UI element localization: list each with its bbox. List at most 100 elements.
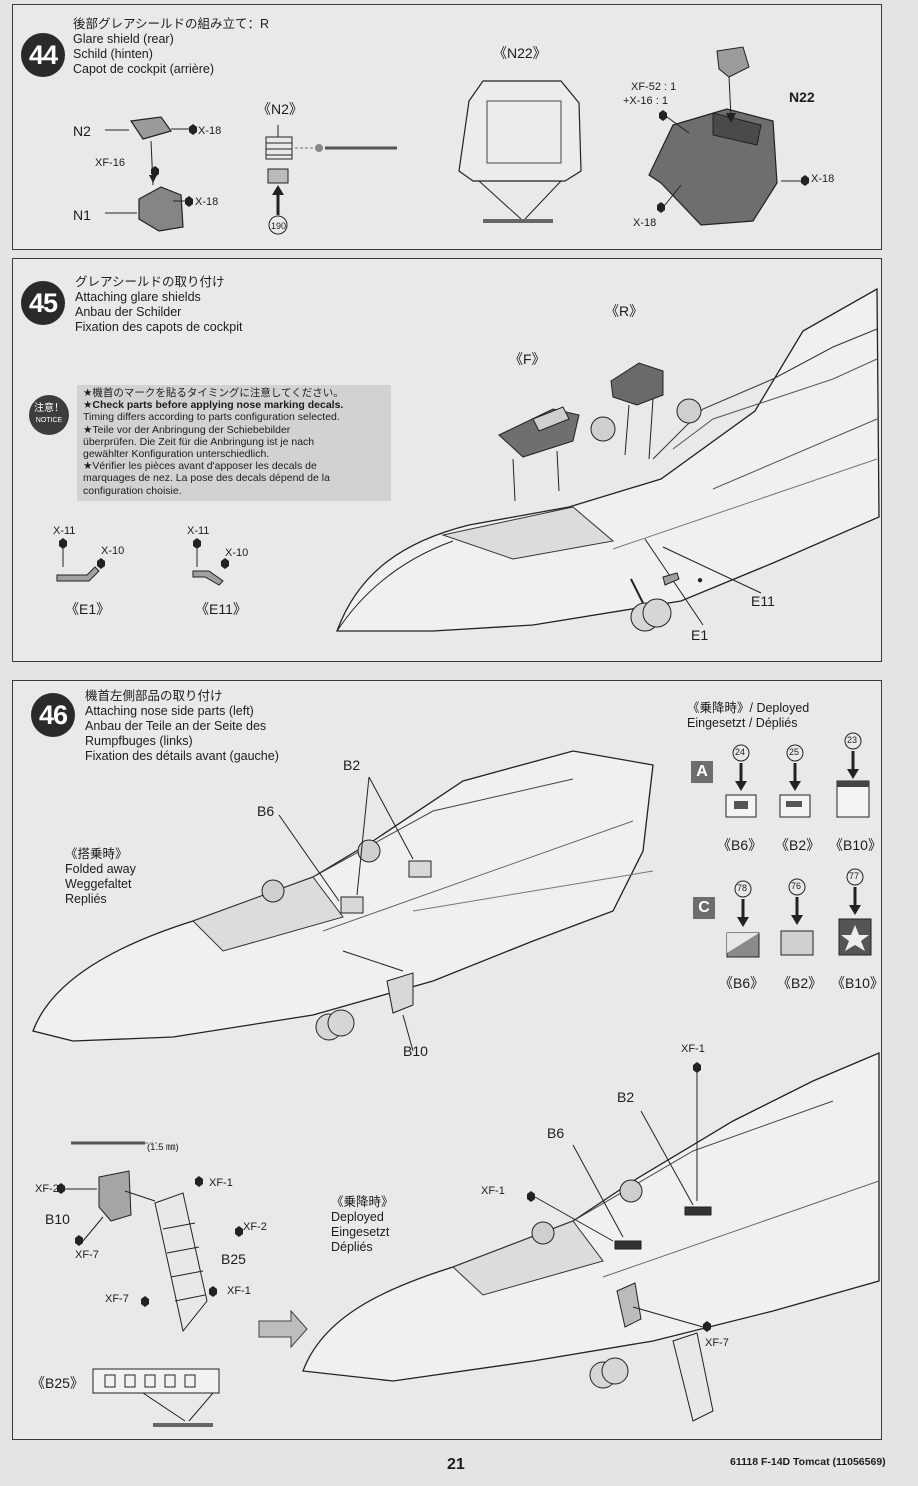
decal-num-c-3: 77 — [849, 871, 860, 881]
drill-size: (1.5 ㎜) — [147, 1142, 179, 1153]
step-44-panel: 44 後部グレアシールドの組み立て：R Glare shield (rear) … — [12, 4, 882, 250]
part-b6-bottom: B6 — [547, 1125, 565, 1141]
decal-190: 190 — [271, 221, 287, 231]
notice-line: überprüfen. Die Zeit für die Anbringung … — [83, 435, 315, 448]
step-45-title-fr: Fixation des capots de cockpit — [75, 320, 243, 334]
step-46-title-fr: Fixation des détails avant (gauche) — [85, 749, 279, 763]
color-x10-b: X-10 — [225, 547, 249, 559]
color-mix-2: +X-16 : 1 — [623, 95, 668, 107]
part-b10-top: B10 — [403, 1043, 428, 1059]
deployed-head-1: 《乗降時》/ Deployed — [687, 701, 810, 715]
part-b10-left: B10 — [45, 1211, 70, 1227]
step-46-title-de-1: Anbau der Teile an der Seite des — [85, 719, 267, 733]
step-44-title-en: Glare shield (rear) — [73, 32, 174, 46]
step-45-title-jp: グレアシールドの取り付け — [75, 275, 225, 289]
notice-line: Timing differs according to parts config… — [83, 411, 340, 424]
color-mix-1: XF-52 : 1 — [631, 81, 677, 93]
notice-box — [77, 385, 391, 501]
notice-badge-jp: 注意！ — [34, 403, 64, 414]
view-f-label: 《F》 — [509, 351, 546, 367]
color-xf1-ladder-b: XF-1 — [227, 1285, 251, 1297]
color-x10-a: X-10 — [101, 545, 125, 557]
decal-num-c-1: 78 — [737, 883, 748, 893]
decal-view-b2-a: 《B2》 — [775, 837, 821, 853]
color-x18-a: X-18 — [198, 125, 222, 137]
deployed-jp: 《乗降時》 — [331, 1195, 394, 1209]
step-46-panel: 46 機首左側部品の取り付け Attaching nose side parts… — [12, 680, 884, 1440]
notice-line: ★Teile vor der Anbringung der Schiebebil… — [83, 423, 291, 436]
part-n1-label: N1 — [73, 207, 91, 223]
decal-view-b6-a: 《B6》 — [717, 837, 763, 853]
color-xf1-top: XF-1 — [681, 1043, 705, 1055]
kit-footer: 61118 F-14D Tomcat (11056569) — [730, 1456, 886, 1468]
step-46-drawing — [32, 732, 880, 1427]
folded-fr: Repliés — [65, 892, 107, 906]
decal-view-b10-c: 《B10》 — [831, 975, 884, 991]
step-44-title-fr: Capot de cockpit (arrière) — [73, 62, 215, 76]
color-x11-b: X-11 — [187, 525, 210, 537]
part-b6-top: B6 — [257, 803, 275, 819]
color-xf7-left: XF-7 — [75, 1249, 99, 1261]
step-46-title-en: Attaching nose side parts (left) — [85, 704, 254, 718]
page-number: 21 — [447, 1456, 465, 1473]
color-xf7-right: XF-7 — [705, 1337, 729, 1349]
color-xf1-mid: XF-1 — [481, 1185, 505, 1197]
color-xf7-ladder: XF-7 — [105, 1293, 129, 1305]
notice-badge: 注意！ NOTICE — [29, 395, 69, 435]
step-44-title-jp: 後部グレアシールドの組み立て：R — [73, 17, 270, 31]
step-45-titles: グレアシールドの取り付け Attaching glare shields Anb… — [75, 275, 242, 335]
view-n22-label: 《N22》 — [493, 45, 547, 61]
notice-line: ★機首のマークを貼るタイミングに注意してください。 — [83, 387, 344, 399]
color-x18-c: X-18 — [811, 173, 835, 185]
notice-text: ★機首のマークを貼るタイミングに注意してください。 ★Check parts b… — [83, 387, 388, 497]
part-e11-label: E11 — [751, 593, 775, 609]
step-44-title-de: Schild (hinten) — [73, 47, 153, 61]
step-46-number: 46 — [31, 693, 75, 737]
step-44-number: 44 — [21, 33, 65, 77]
color-x11-a: X-11 — [53, 525, 76, 537]
color-xf2-ladder: XF-2 — [243, 1221, 267, 1233]
deployed-head-2: Eingesetzt / Dépliés — [687, 716, 798, 730]
notice-line: ★Check parts before applying nose markin… — [83, 399, 344, 412]
decal-view-b2-c: 《B2》 — [777, 975, 823, 991]
folded-away-note: 《搭乗時》 Folded away Weggefaltet Repliés — [65, 847, 136, 907]
decal-view-b6-c: 《B6》 — [719, 975, 765, 991]
notice-line: ★Vérifier les pièces avant d'apposer les… — [83, 460, 317, 473]
view-r-label: 《R》 — [605, 303, 644, 319]
step-45-panel: 45 グレアシールドの取り付け Attaching glare shields … — [12, 258, 882, 662]
color-xf2-left: XF-2 — [35, 1183, 59, 1195]
notice-badge-en: NOTICE — [35, 417, 63, 424]
view-n2-label: 《N2》 — [257, 101, 303, 117]
deployed-en: Deployed — [331, 1210, 384, 1224]
step-45-drawing: ● — [56, 287, 880, 632]
part-n22-label: N22 — [789, 89, 815, 105]
part-b2-top: B2 — [343, 757, 361, 773]
notice-line: marquages de nez. La pose des decals dép… — [83, 472, 330, 485]
folded-jp: 《搭乗時》 — [65, 847, 128, 861]
color-xf1-ladder-a: XF-1 — [209, 1177, 233, 1189]
part-n2-label: N2 — [73, 123, 91, 139]
view-b25-label: 《B25》 — [31, 1375, 84, 1391]
decal-num-a-2: 25 — [789, 747, 800, 757]
decal-num-a-3: 23 — [847, 735, 858, 745]
notice-line: configuration choisie. — [83, 484, 182, 497]
decal-num-c-2: 76 — [791, 881, 802, 891]
deployed-fr: Dépliés — [331, 1240, 373, 1254]
step-45-number: 45 — [21, 281, 65, 325]
folded-de: Weggefaltet — [65, 877, 132, 891]
part-b2-bottom: B2 — [617, 1089, 635, 1105]
view-e11-label: 《E11》 — [195, 601, 247, 617]
deployed-de: Eingesetzt — [331, 1225, 390, 1239]
step-45-title-en: Attaching glare shields — [75, 290, 201, 304]
deployed-header: 《乗降時》/ Deployed Eingesetzt / Dépliés — [687, 701, 809, 731]
part-b25: B25 — [221, 1251, 246, 1267]
step-46-titles: 機首左側部品の取り付け Attaching nose side parts (l… — [85, 689, 279, 764]
notice-line: gewählter Konfiguration unterschiedlich. — [83, 448, 270, 461]
decal-view-b10-a: 《B10》 — [829, 837, 882, 853]
step-45-title-de: Anbau der Schilder — [75, 305, 182, 319]
view-e1-label: 《E1》 — [65, 601, 111, 617]
marking-c-badge: C — [693, 897, 715, 919]
deployed-note: 《乗降時》 Deployed Eingesetzt Dépliés — [331, 1195, 394, 1255]
color-xf16: XF-16 — [95, 157, 125, 169]
svg-text:●: ● — [697, 575, 703, 586]
